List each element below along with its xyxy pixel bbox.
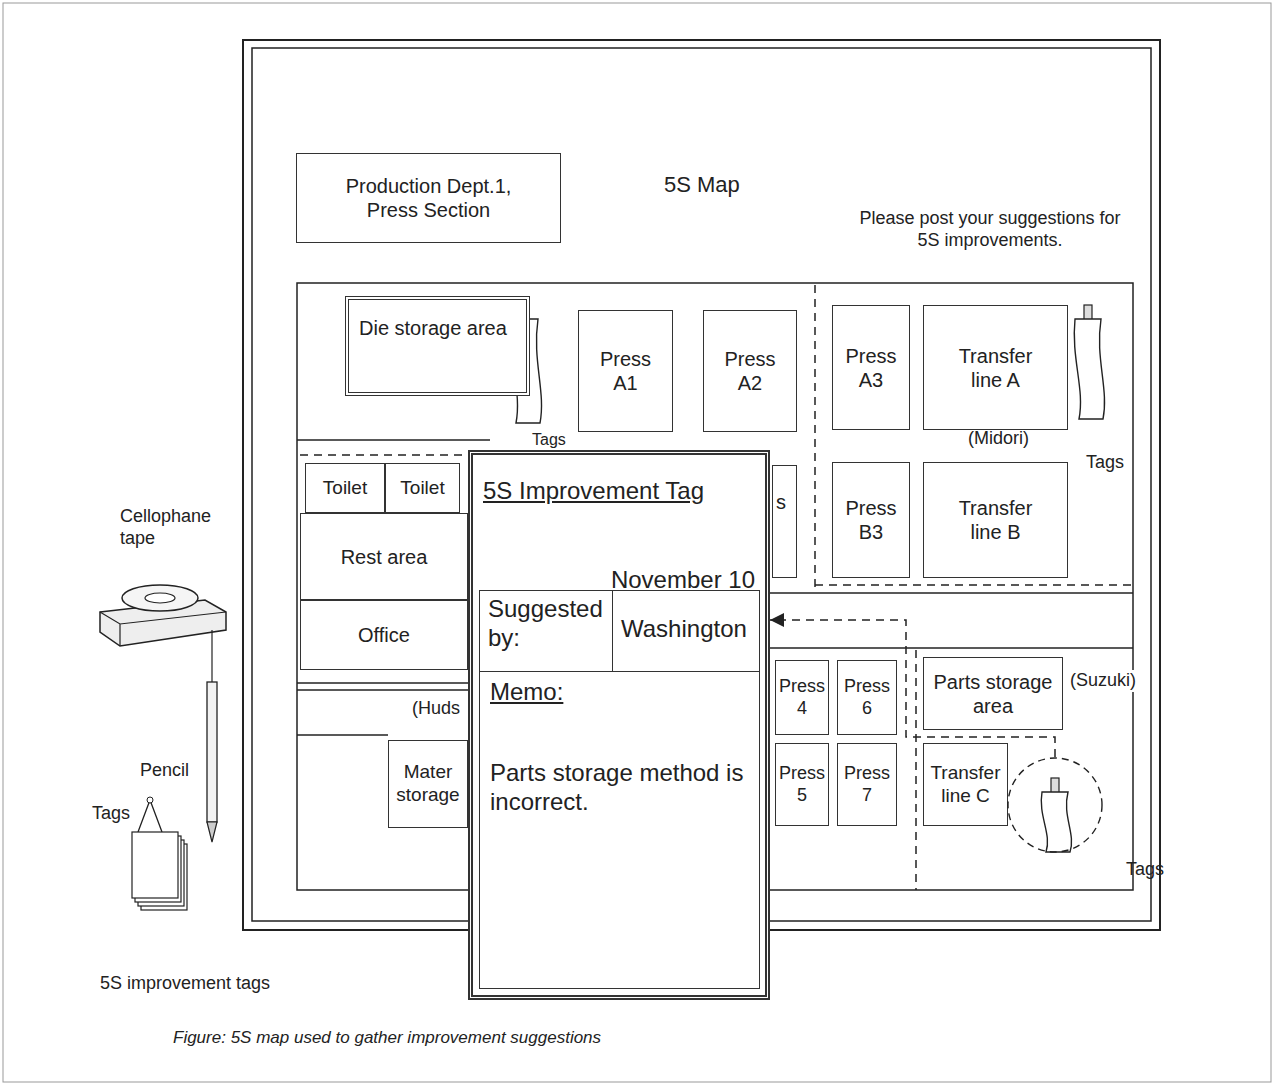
- floor-area-box: Transfer line B: [923, 462, 1068, 578]
- figure-caption: Figure: 5S map used to gather improvemen…: [173, 1028, 601, 1048]
- wall-line: [297, 734, 388, 736]
- tape-dispenser: [100, 612, 226, 646]
- map-note-label: Pencil: [140, 760, 189, 782]
- pencil-string: [211, 630, 212, 682]
- floor-area-box: Transfer line C: [923, 743, 1008, 826]
- floor-area-box: Office: [300, 600, 468, 670]
- node-label: Press 4: [779, 676, 825, 719]
- node-label: Transfer line A: [951, 344, 1041, 392]
- node-label: Press B3: [841, 496, 901, 544]
- wall-line: [297, 682, 468, 684]
- map-note-label: Tags: [532, 430, 566, 449]
- section-title-box: Production Dept.1, Press Section: [296, 153, 561, 243]
- map-title: 5S Map: [664, 172, 740, 198]
- tag-stack: [132, 832, 178, 898]
- page-border: [3, 3, 1271, 1082]
- node-label: Die storage area: [359, 316, 507, 340]
- floor-area-box: Press 5: [775, 743, 829, 826]
- floor-area-box: Toilet: [385, 463, 460, 513]
- tag-string: [138, 800, 162, 832]
- map-note-label: Tags: [92, 803, 130, 825]
- node-label: Press A3: [841, 344, 901, 392]
- node-label: Suggested by:: [488, 595, 604, 653]
- zone-line: [915, 650, 917, 890]
- floor-area-box: Press B3: [832, 462, 910, 578]
- tag-callout-circle: Tags: [1007, 757, 1103, 853]
- tape-roll: [122, 585, 198, 611]
- node-label: Mater storage: [393, 761, 463, 807]
- node-label: Parts storage area: [928, 670, 1058, 718]
- node-label: Washington: [621, 615, 751, 644]
- zone-line: [300, 454, 470, 456]
- node-label: Press 7: [842, 763, 892, 806]
- node-label: Press A2: [720, 347, 780, 395]
- node-label: Office: [358, 623, 410, 647]
- floor-area-box: Parts storage area: [923, 657, 1063, 730]
- node-label: Press 6: [842, 676, 892, 719]
- node-label: Press 5: [779, 763, 825, 806]
- wall-line: [297, 689, 468, 691]
- hanging-tag: [1074, 305, 1104, 419]
- map-note-label: (Midori): [968, 428, 1029, 450]
- floor-area-box: Rest area: [300, 513, 468, 600]
- floor-area-box: Die storage area: [345, 296, 530, 396]
- node-label: 5S Improvement Tag: [483, 477, 761, 506]
- map-note-label: 5S improvement tags: [100, 973, 270, 995]
- map-note-label: Please post your suggestions for 5S impr…: [850, 208, 1130, 251]
- floor-area-box: Press A2: [703, 310, 797, 432]
- node-label: Transfer line C: [928, 762, 1003, 808]
- floor-area-box: Press 4: [775, 660, 829, 735]
- node-body-text: Parts storage method is incorrect.: [490, 759, 749, 817]
- wall-line: [297, 439, 490, 441]
- pencil-tip: [207, 822, 217, 842]
- zone-line: [814, 285, 816, 588]
- floor-area-box: Press A1: [578, 310, 673, 432]
- node-label: Rest area: [341, 545, 428, 569]
- tag-paper: [1041, 792, 1071, 852]
- node-label: Toilet: [400, 477, 444, 500]
- floor-area-box: Mater storage: [388, 740, 468, 828]
- improvement-tag-card: 5S Improvement TagNovember 10Suggested b…: [468, 450, 770, 1000]
- floor-area-box: Transfer line A: [923, 305, 1068, 430]
- map-note-label: Cellophane tape: [120, 506, 220, 549]
- floor-area-box: s: [772, 465, 797, 578]
- node-label: s: [776, 490, 786, 514]
- tag-hook: [147, 797, 153, 803]
- dashed-circle-outline: [1007, 757, 1103, 853]
- node-label: Toilet: [323, 477, 367, 500]
- tape-roll: [145, 593, 175, 603]
- map-note-label: (Suzuki): [1068, 670, 1138, 692]
- floor-area-box: Press A3: [832, 305, 910, 430]
- tag-field: Memo: Parts storage method is incorrect.: [479, 671, 760, 989]
- node-label: Tags: [1101, 859, 1189, 881]
- map-note-label: (Huds: [412, 698, 460, 720]
- floor-area-box: Toilet: [305, 463, 385, 513]
- aisle-line: [760, 592, 1133, 594]
- hanging-tag: [1041, 778, 1071, 852]
- node-label: Memo:: [490, 678, 749, 707]
- aisle-line: [760, 647, 1133, 649]
- tag-paper: [1074, 319, 1104, 419]
- node-label: Press A1: [596, 347, 656, 395]
- floor-area-box: Press 6: [837, 660, 897, 735]
- map-note-label: Tags: [1086, 452, 1124, 474]
- floor-area-box: Press 7: [837, 743, 897, 826]
- node-label: Production Dept.1, Press Section: [329, 174, 529, 222]
- tag-field: Suggested by:: [479, 590, 613, 672]
- pencil: [207, 682, 217, 822]
- zone-line: [815, 584, 1133, 586]
- node-label: Transfer line B: [951, 496, 1041, 544]
- tag-field: Washington: [612, 590, 760, 672]
